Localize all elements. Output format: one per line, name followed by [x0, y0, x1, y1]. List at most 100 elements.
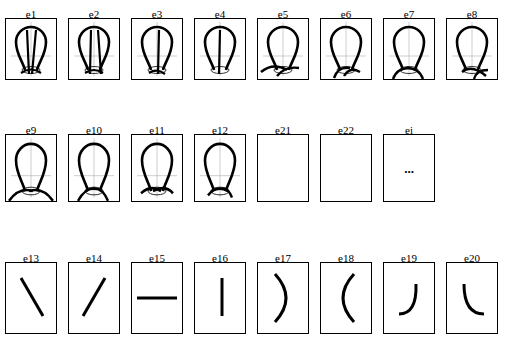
figure-box: e2: [68, 18, 120, 80]
tie-figure: [9, 138, 53, 201]
stroke: [83, 278, 105, 316]
strand: [85, 30, 103, 74]
figure-box: e19: [383, 262, 435, 334]
figure-box: e21: [257, 134, 309, 202]
figure-label: e15: [149, 252, 165, 264]
figure-label: e21: [275, 124, 291, 136]
figure-label-holder: e14: [59, 248, 129, 261]
figure-label-holder: e4: [185, 4, 255, 17]
strand: [219, 30, 220, 74]
figure-box: e15: [131, 262, 183, 334]
tie-figure: [200, 22, 240, 76]
figure-box: e4: [194, 18, 246, 80]
figure-label-holder: e16: [185, 248, 255, 261]
figure-label-holder: e15: [122, 248, 192, 261]
figure-label-holder: e22: [311, 120, 381, 133]
stroke-figure: [399, 284, 416, 314]
tie-figure: [389, 22, 429, 79]
strand: [78, 189, 108, 201]
figure-label: e12: [212, 124, 228, 136]
figure-label-holder: e7: [374, 4, 444, 17]
figure-label: e2: [89, 8, 99, 20]
strand: [141, 188, 173, 193]
figure-label-holder: e17: [248, 248, 318, 261]
figure-label: e10: [86, 124, 102, 136]
tie-figure: [261, 22, 303, 76]
figure-label-holder: e6: [311, 4, 381, 17]
figure-box: e18: [320, 262, 372, 334]
figure-label: e14: [86, 252, 102, 264]
strand: [393, 68, 423, 79]
figure-label: e1: [26, 8, 36, 20]
figure-box: e6: [320, 18, 372, 80]
tie-figure: [200, 138, 240, 197]
ellipsis-text: ...: [404, 161, 414, 176]
figure-box: e12: [194, 134, 246, 202]
figure-box: e3: [131, 18, 183, 80]
stroke: [464, 284, 484, 314]
figure-label: e7: [404, 8, 414, 20]
stroke-figure: [343, 274, 354, 322]
tie-figure: [137, 138, 177, 197]
stroke: [275, 274, 286, 322]
figure-box: e1: [5, 18, 57, 80]
figure-box: e17: [257, 262, 309, 334]
figure-box: e9: [5, 134, 57, 202]
figure-box: e22: [320, 134, 372, 202]
stroke-figure: [137, 298, 177, 299]
figure-label-holder: e19: [374, 248, 444, 261]
tie-figure: [326, 22, 366, 78]
stroke: [343, 274, 354, 322]
figure-label-holder: e10: [59, 120, 129, 133]
figure-label: e19: [401, 252, 417, 264]
figure-label-holder: e3: [122, 4, 192, 17]
figure-label: e8: [467, 8, 477, 20]
figure-box: e8: [446, 18, 498, 80]
figure-label: e5: [278, 8, 288, 20]
figure-label-holder: e1: [0, 4, 66, 17]
figure-label: ei: [405, 124, 413, 136]
figure-label: e9: [26, 124, 36, 136]
figure-label: e20: [464, 252, 480, 264]
tie-figure: [74, 138, 114, 201]
figure-label-holder: e12: [185, 120, 255, 133]
figure-label-holder: e11: [122, 120, 192, 133]
figure-body-holder: ...: [384, 135, 434, 201]
figure-box: e20: [446, 262, 498, 334]
stroke: [399, 284, 416, 314]
tie-figure: [452, 22, 492, 79]
stroke-figure: [275, 274, 286, 322]
figure-label-holder: e20: [437, 248, 507, 261]
figure-label: e11: [149, 124, 164, 136]
figure-label: e13: [23, 252, 39, 264]
figure-label: e4: [215, 8, 225, 20]
tie-figure: [74, 22, 114, 76]
figure-label-holder: e8: [437, 4, 507, 17]
strand: [149, 30, 165, 74]
tie-figure: [11, 22, 51, 76]
strand: [334, 68, 360, 78]
figure-box: e7: [383, 18, 435, 80]
figure-label-holder: e9: [0, 120, 66, 133]
stroke-figure: [464, 284, 484, 314]
strand: [208, 188, 232, 197]
stroke-figure: [21, 278, 43, 316]
figure-label-holder: e21: [248, 120, 318, 133]
strand: [21, 30, 41, 74]
figure-box: e14: [68, 262, 120, 334]
figure-label: e16: [212, 252, 228, 264]
figure-box: e16: [194, 262, 246, 334]
figure-label-holder: e5: [248, 4, 318, 17]
figure-box: e10: [68, 134, 120, 202]
figure-box: e5: [257, 18, 309, 80]
stroke: [21, 278, 43, 316]
figure-label: e22: [338, 124, 354, 136]
figure-label: e18: [338, 252, 354, 264]
stroke-figure: [83, 278, 105, 316]
figure-box: e11: [131, 134, 183, 202]
figure-box: e13: [5, 262, 57, 334]
figure-label-holder: ei: [374, 120, 444, 133]
figure-box: ei...: [383, 134, 435, 202]
